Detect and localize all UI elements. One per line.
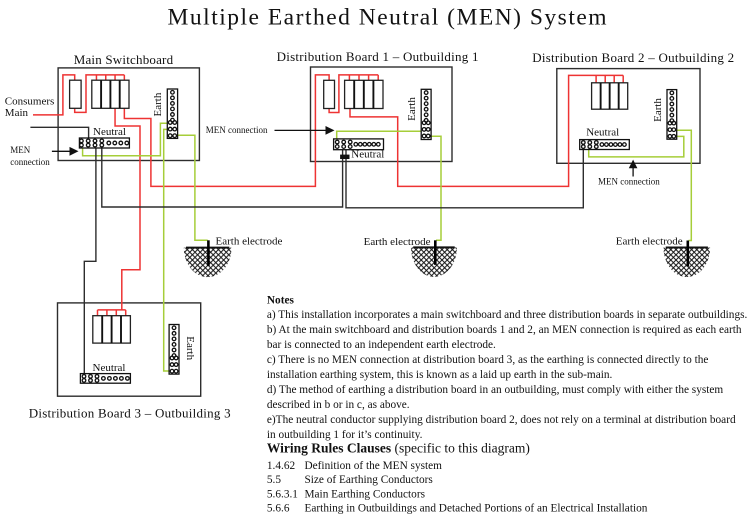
svg-text:c) There is no MEN connection: c) There is no MEN connection at distrib… bbox=[267, 354, 709, 366]
svg-text:Earth electrode: Earth electrode bbox=[364, 236, 431, 248]
svg-text:Earth: Earth bbox=[406, 97, 418, 121]
svg-text:Neutral: Neutral bbox=[93, 126, 126, 138]
svg-text:Distribution Board 2 – Outbuil: Distribution Board 2 – Outbuilding 2 bbox=[532, 50, 734, 65]
svg-text:5.5: 5.5 bbox=[267, 474, 281, 486]
svg-text:MEN: MEN bbox=[10, 145, 31, 155]
svg-text:Earthing in Outbuildings and D: Earthing in Outbuildings and Detached Po… bbox=[305, 503, 648, 515]
svg-text:installation earthing system,: installation earthing system, this is kn… bbox=[267, 369, 613, 381]
svg-text:b) At the main switchboard and: b) At the main switchboard and distribut… bbox=[267, 324, 742, 336]
svg-text:Notes: Notes bbox=[267, 295, 295, 307]
svg-text:Size of Earthing Conductors: Size of Earthing Conductors bbox=[305, 474, 433, 486]
svg-text:connection: connection bbox=[10, 157, 50, 167]
svg-text:d) The method of earthing a di: d) The method of earthing a distribution… bbox=[267, 384, 724, 396]
svg-text:Earth: Earth bbox=[152, 92, 164, 116]
svg-text:Distribution Board 1 – Outbuil: Distribution Board 1 – Outbuilding 1 bbox=[277, 49, 479, 64]
svg-text:Neutral: Neutral bbox=[351, 149, 384, 161]
svg-text:5.6.3.1: 5.6.3.1 bbox=[267, 488, 298, 500]
svg-text:Neutral: Neutral bbox=[586, 126, 619, 138]
svg-text:in outbuilding 1 for it’s cont: in outbuilding 1 for it’s continuity. bbox=[267, 429, 423, 441]
svg-text:Earth electrode: Earth electrode bbox=[616, 236, 683, 248]
svg-text:1.4.62: 1.4.62 bbox=[267, 460, 296, 472]
svg-text:Wiring Rules Clauses (specific: Wiring Rules Clauses (specific to this d… bbox=[267, 441, 530, 456]
svg-text:5.6.6: 5.6.6 bbox=[267, 503, 290, 515]
svg-text:Earth: Earth bbox=[184, 336, 196, 360]
svg-text:a) This installation incorpora: a) This installation incorporates a main… bbox=[267, 309, 748, 321]
svg-text:Neutral: Neutral bbox=[93, 362, 126, 374]
svg-text:Multiple Earthed Neutral (MEN): Multiple Earthed Neutral (MEN) System bbox=[168, 5, 609, 31]
svg-text:described in b or in c, as abo: described in b or in c, as above. bbox=[267, 399, 410, 411]
svg-text:Main Earthing Conductors: Main Earthing Conductors bbox=[305, 488, 425, 500]
svg-text:Earth: Earth bbox=[652, 98, 664, 122]
svg-text:Main Switchboard: Main Switchboard bbox=[74, 52, 174, 67]
svg-text:e)The neutral conductor supply: e)The neutral conductor supplying distri… bbox=[267, 414, 736, 426]
svg-text:bar is connected to an indepen: bar is connected to an independent earth… bbox=[267, 339, 496, 351]
svg-text:Main: Main bbox=[5, 107, 29, 119]
svg-text:Consumers: Consumers bbox=[5, 95, 55, 107]
svg-text:Distribution Board 3 – Outbuil: Distribution Board 3 – Outbuilding 3 bbox=[29, 406, 231, 421]
svg-text:Earth electrode: Earth electrode bbox=[216, 235, 283, 247]
svg-text:MEN connection: MEN connection bbox=[598, 176, 660, 186]
svg-text:Definition of the MEN system: Definition of the MEN system bbox=[305, 460, 443, 472]
svg-text:MEN connection: MEN connection bbox=[206, 125, 268, 135]
